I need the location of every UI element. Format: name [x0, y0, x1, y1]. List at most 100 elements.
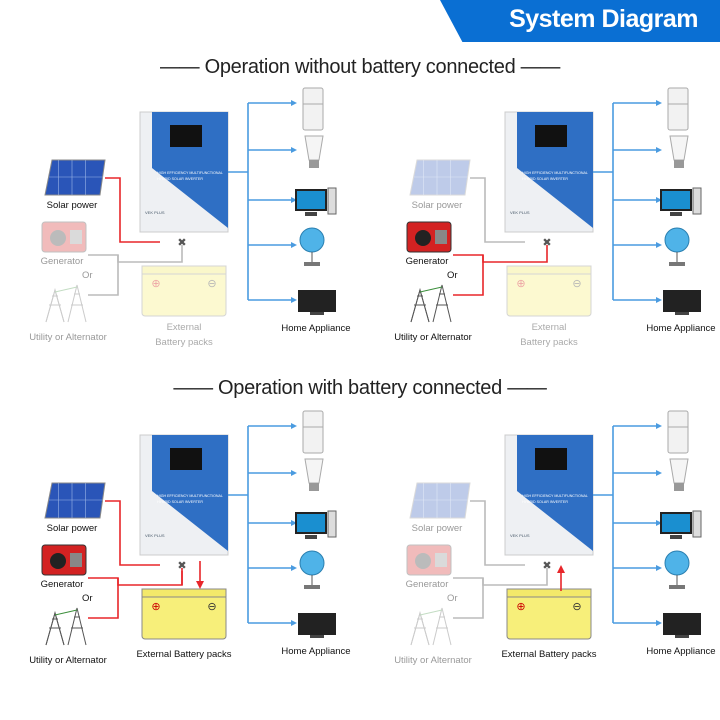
utility-label: Utility or Alternator [394, 655, 472, 666]
fridge-icon [302, 410, 324, 454]
inverter-text: HIGH EFFICIENCY MULTIFUNCTIONAL [157, 171, 223, 175]
inverter-text: HIGH EFFICIENCY MULTIFUNCTIONAL [157, 494, 223, 498]
svg-text:⊖: ⊖ [207, 601, 216, 613]
terminal-icon: ✖ [542, 560, 551, 572]
solar-line [470, 177, 525, 243]
utility-label: Utility or Alternator [29, 655, 107, 666]
fridge-icon [667, 87, 689, 131]
computer-icon [295, 510, 337, 539]
tv-icon [663, 613, 701, 638]
inverter-model: VEK PLUS [145, 210, 165, 215]
svg-text:⊕: ⊕ [151, 278, 160, 290]
tv-icon [298, 613, 336, 638]
svg-text:⊖: ⊖ [572, 278, 581, 290]
solar-label: Solar power [412, 523, 463, 534]
svg-text:⊖: ⊖ [207, 278, 216, 290]
svg-text:HYBRID SOLAR INVERTER: HYBRID SOLAR INVERTER [522, 177, 568, 181]
svg-text:⊕: ⊕ [151, 601, 160, 613]
svg-text:HYBRID SOLAR INVERTER: HYBRID SOLAR INVERTER [157, 177, 203, 181]
fan-icon [299, 227, 325, 266]
light-bulb-icon [304, 458, 324, 491]
section-title-with-battery: —— Operation with battery connected —— [173, 377, 547, 399]
light-bulb-icon [669, 458, 689, 491]
utility-label: Utility or Alternator [394, 332, 472, 343]
generator-label: Generator [41, 256, 84, 267]
utility-line [453, 578, 484, 619]
appliance-label: Home Appliance [646, 646, 715, 657]
utility-tower-icon [45, 284, 87, 323]
light-bulb-icon [304, 135, 324, 168]
solar-panel-icon [44, 159, 106, 196]
inverter-icon: HIGH EFFICIENCY MULTIFUNCTIONAL HYBRID SO… [139, 434, 229, 556]
appliance-label: Home Appliance [281, 646, 350, 657]
utility-tower-icon [45, 607, 87, 646]
tv-icon [663, 290, 701, 315]
generator-line [88, 245, 183, 263]
generator-line [88, 568, 183, 586]
fan-icon [664, 550, 690, 589]
inverter-model: VEK PLUS [510, 533, 530, 538]
solar-panel-icon [44, 482, 106, 519]
generator-label: Generator [406, 256, 449, 267]
utility-tower-icon [410, 607, 452, 646]
battery-label: External [167, 322, 202, 333]
svg-text:⊕: ⊕ [516, 278, 525, 290]
utility-tower-icon [410, 284, 452, 323]
battery-icon: ⊕⊖ [506, 588, 592, 640]
generator-icon [41, 544, 87, 576]
or-label: Or [82, 593, 93, 604]
inverter-model: VEK PLUS [510, 210, 530, 215]
generator-icon [41, 221, 87, 253]
battery-label: External Battery packs [136, 649, 231, 660]
solar-line [470, 500, 525, 566]
svg-text:⊕: ⊕ [516, 601, 525, 613]
battery-icon: ⊕⊖ [141, 265, 227, 317]
tv-icon [298, 290, 336, 315]
utility-label: Utility or Alternator [29, 332, 107, 343]
svg-text:HYBRID SOLAR INVERTER: HYBRID SOLAR INVERTER [157, 500, 203, 504]
generator-label: Generator [41, 579, 84, 590]
fan-icon [664, 227, 690, 266]
inverter-icon: HIGH EFFICIENCY MULTIFUNCTIONAL HYBRID SO… [139, 111, 229, 233]
generator-icon [406, 221, 452, 253]
fan-icon [299, 550, 325, 589]
terminal-icon: ✖ [177, 237, 186, 249]
solar-panel-icon [409, 159, 471, 196]
generator-label: Generator [406, 579, 449, 590]
solar-label: Solar power [47, 200, 98, 211]
appliance-label: Home Appliance [646, 323, 715, 334]
utility-line [88, 578, 119, 619]
computer-icon [295, 187, 337, 216]
solar-panel-icon [409, 482, 471, 519]
utility-line [453, 255, 484, 296]
svg-text:⊖: ⊖ [572, 601, 581, 613]
svg-text:Battery packs: Battery packs [520, 337, 578, 348]
solar-label: Solar power [412, 200, 463, 211]
or-label: Or [447, 593, 458, 604]
battery-label: External Battery packs [501, 649, 596, 660]
fridge-icon [302, 87, 324, 131]
light-bulb-icon [669, 135, 689, 168]
inverter-model: VEK PLUS [145, 533, 165, 538]
or-label: Or [82, 270, 93, 281]
fridge-icon [667, 410, 689, 454]
section-title-no-battery: —— Operation without battery connected —… [159, 56, 561, 78]
generator-icon [406, 544, 452, 576]
computer-icon [660, 187, 702, 216]
solar-label: Solar power [47, 523, 98, 534]
banner-title: System Diagram [509, 5, 698, 33]
computer-icon [660, 510, 702, 539]
svg-text:Battery packs: Battery packs [155, 337, 213, 348]
svg-text:HYBRID SOLAR INVERTER: HYBRID SOLAR INVERTER [522, 500, 568, 504]
generator-line [453, 568, 548, 586]
utility-line [88, 255, 119, 296]
title-banner: System Diagram [440, 0, 720, 42]
